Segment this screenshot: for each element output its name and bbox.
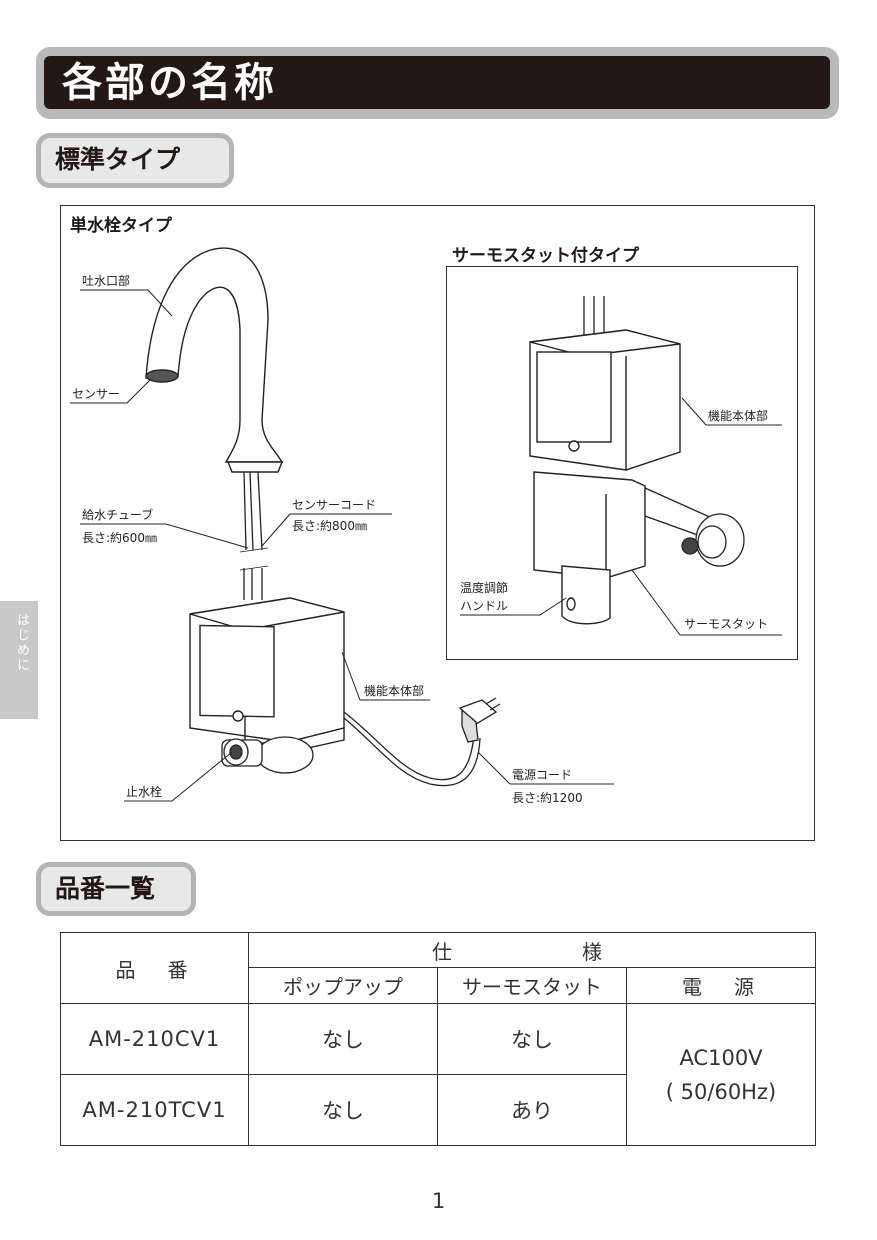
table-row: AM-210TCV1 なし あり [60, 1074, 816, 1146]
page-title: 各部の名称 [62, 60, 277, 106]
power-cord [343, 711, 481, 787]
cell-product: AM-210CV1 [60, 1003, 249, 1075]
label-supply-tube-length: 長さ:約600㎜ [82, 531, 157, 545]
header-specification: 仕 様 [248, 932, 816, 968]
label-sensor: センサー [72, 387, 121, 401]
single-faucet-type-title: 単水栓タイプ [70, 216, 172, 236]
label-sensor-cord-length: 長さ:約800㎜ [292, 519, 367, 533]
title-bar [44, 56, 830, 109]
cell-thermostat: あり [437, 1074, 627, 1146]
cell-popup: なし [248, 1003, 438, 1075]
thermo-body-unit [529, 329, 681, 471]
section-standard-type: 標準タイプ [36, 133, 234, 188]
table-row: AM-210CV1 なし なし AC100V ( 50/60Hz) [60, 1003, 816, 1146]
spout-tubes [239, 471, 269, 600]
power-plug [458, 697, 501, 743]
thermostat-diagram-frame [446, 266, 798, 660]
label-spout: 吐水口部 [82, 274, 131, 288]
thermostat-type-title: サーモスタット付タイプ [452, 246, 639, 266]
label-supply-tube: 給水チューブ [82, 508, 154, 522]
label-temp-handle-1: 温度調節 [460, 581, 509, 595]
header-thermostat: サーモスタット [437, 967, 627, 1004]
label-body: 機能本体部 [364, 684, 425, 698]
label-thermo-body: 機能本体部 [708, 409, 769, 423]
label-temp-handle-2: ハンドル [460, 599, 509, 613]
thermostat-unit [533, 471, 646, 625]
cell-thermostat: なし [437, 1003, 627, 1075]
label-thermostat: サーモスタット [684, 617, 769, 631]
cell-product: AM-210TCV1 [60, 1074, 249, 1146]
stop-valve [221, 736, 314, 774]
header-power: 電 源 [626, 967, 816, 1004]
section-product-list: 品番一覧 [36, 862, 196, 916]
faucet-spout [145, 247, 284, 473]
power-frequency: ( 50/60Hz) [665, 1079, 777, 1104]
header-popup: ポップアップ [248, 967, 438, 1004]
diagram-frame [60, 205, 815, 841]
label-power-cord-length: 長さ:約1200 [512, 791, 583, 805]
power-value: AC100V [679, 1045, 763, 1070]
cell-popup: なし [248, 1074, 438, 1146]
section-standard-type-label: 標準タイプ [55, 145, 181, 174]
body-unit [189, 597, 345, 757]
section-product-list-label: 品番一覧 [55, 874, 156, 903]
cell-power: AC100V ( 50/60Hz) [626, 1003, 816, 1146]
thermo-tubes [583, 296, 605, 338]
page-number: 1 [431, 1189, 446, 1213]
thermo-arm-valve [644, 486, 745, 567]
leader-lines [70, 289, 782, 802]
label-stop-valve: 止水栓 [126, 785, 163, 799]
header-product-number: 品 番 [60, 932, 249, 1004]
label-power-cord: 電源コード [512, 768, 573, 782]
label-sensor-cord: センサーコード [292, 498, 377, 512]
spec-table: 品 番 仕 様 ポップアップ サーモスタット 電 源 AM-210CV1 なし … [60, 932, 816, 1146]
side-tab: はじめに [0, 601, 38, 719]
side-tab-label: はじめに [14, 613, 29, 673]
